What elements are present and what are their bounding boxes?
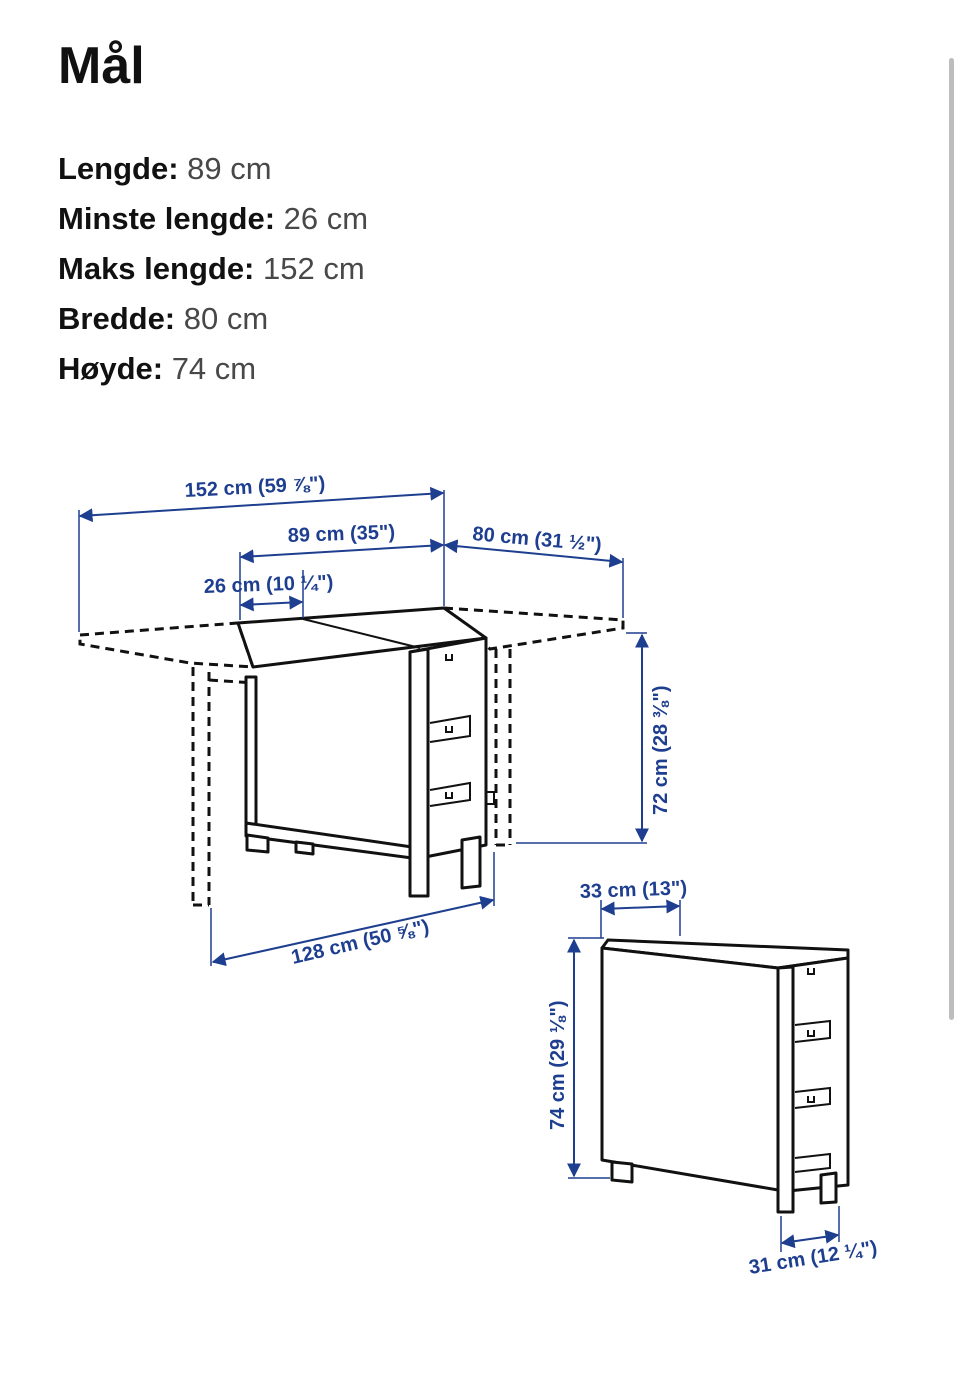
spec-width-label: Bredde:	[58, 301, 176, 336]
spec-height: Høyde: 74 cm	[58, 346, 368, 396]
left-end-leg	[244, 675, 258, 837]
folded-leaf-panel	[600, 946, 780, 1192]
dim-line-80	[443, 539, 624, 568]
middle-foot	[294, 840, 315, 856]
dim-label-33: 33 cm (13")	[579, 877, 687, 903]
spec-min-length: Minste lengde: 26 cm	[58, 196, 368, 246]
folded-drawer-handle-1	[807, 968, 815, 975]
left-gate-leg-outline	[191, 667, 211, 907]
drawer-cabinet-front	[408, 647, 430, 898]
folded-left-foot	[610, 1160, 634, 1184]
left-foot	[245, 833, 270, 854]
spec-height-label: Høyde:	[58, 351, 164, 386]
dim-line-152	[78, 486, 445, 523]
spec-min-length-value: 26 cm	[275, 201, 369, 236]
right-leaf-outline	[443, 606, 625, 651]
spec-height-value: 74 cm	[163, 351, 257, 386]
left-leaf-outline	[78, 621, 256, 669]
spec-width-value: 80 cm	[175, 301, 269, 336]
folded-drawer-handle-2	[807, 1030, 815, 1037]
folded-right-foot	[819, 1171, 838, 1205]
dim-label-80: 80 cm (31 ½")	[472, 523, 603, 556]
spec-max-length: Maks lengde: 152 cm	[58, 246, 368, 296]
dim-label-74: 74 cm (29 ⅛")	[547, 1000, 569, 1130]
dim-line-128	[211, 895, 495, 967]
dim-line-26	[239, 595, 304, 612]
dim-line-89	[239, 538, 445, 564]
folded-drawer-front-1	[794, 1019, 831, 1043]
spec-max-length-value: 152 cm	[254, 251, 365, 286]
drawer-cabinet-right-leg	[460, 835, 482, 890]
drawer-front-2	[429, 781, 471, 807]
spec-min-length-label: Minste lengde:	[58, 201, 276, 236]
scrollbar[interactable]	[949, 58, 954, 1020]
open-table-drawing	[78, 606, 625, 907]
dim-line-31	[780, 1229, 840, 1249]
page-title: Mål	[58, 37, 145, 95]
folded-drawer-front-3	[794, 1152, 831, 1173]
drawer-front-1	[429, 714, 471, 743]
bottom-stretcher	[244, 821, 414, 860]
folded-table-drawing	[600, 938, 850, 1214]
dim-label-89: 89 cm (35")	[287, 521, 395, 547]
spec-length: Lengde: 89 cm	[58, 146, 368, 196]
table-top-edge	[252, 637, 487, 668]
dim-label-26: 26 cm (10 ¼")	[203, 571, 333, 598]
right-gate-leg-outline	[494, 649, 512, 847]
folded-drawer-handle-3	[807, 1096, 815, 1103]
spec-length-value: 89 cm	[178, 151, 272, 186]
spec-width: Bredde: 80 cm	[58, 296, 368, 346]
drawer-handle-3	[445, 792, 453, 799]
drawer-handle-1	[445, 654, 453, 661]
drawer-handle-2	[445, 726, 453, 733]
dimension-spec-list: Lengde: 89 cm Minste lengde: 26 cm Maks …	[58, 146, 368, 396]
gate-latch	[486, 791, 495, 805]
table-top-seam	[302, 618, 421, 649]
dimension-diagram: 152 cm (59 ⅞") 89 cm (35") 80 cm (31 ½")…	[78, 473, 879, 1279]
spec-max-length-label: Maks lengde:	[58, 251, 255, 286]
dim-label-72: 72 cm (28 ⅜")	[650, 685, 672, 815]
folded-cabinet-front	[776, 965, 795, 1214]
dim-label-31: 31 cm (12 ¼")	[747, 1237, 878, 1279]
dim-label-152: 152 cm (59 ⅞")	[184, 473, 326, 502]
dim-line-33	[600, 899, 681, 916]
dim-label-128: 128 cm (50 ⅝")	[289, 916, 431, 969]
spec-length-label: Lengde:	[58, 151, 179, 186]
folded-drawer-front-2	[794, 1086, 831, 1109]
